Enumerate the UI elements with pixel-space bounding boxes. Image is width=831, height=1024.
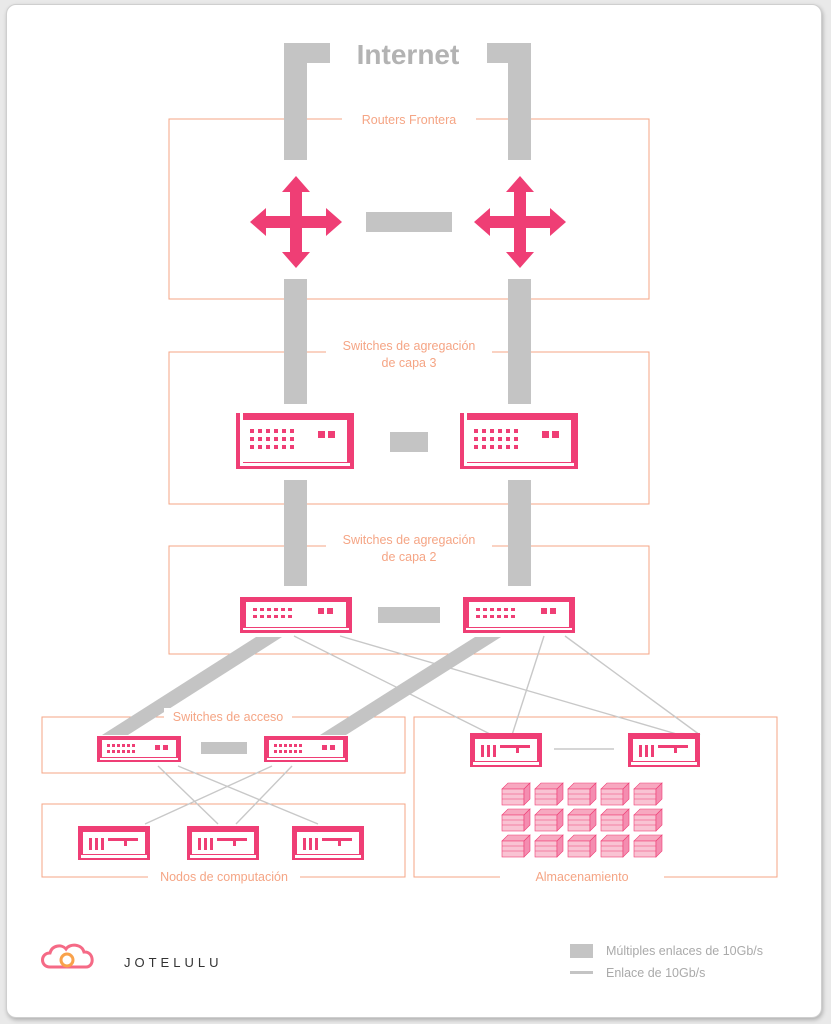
routers-label: Routers Frontera	[362, 113, 457, 127]
agg-l3-label-line2: de capa 3	[382, 356, 437, 370]
agg-l2-label-line1: Switches de agregación	[343, 533, 476, 547]
access-switch-icon	[97, 736, 181, 762]
disk-icon	[633, 834, 663, 858]
storage-label: Almacenamiento	[535, 870, 628, 884]
disk-icon	[633, 782, 663, 806]
compute-label: Nodos de computación	[160, 870, 288, 884]
legend-multi-swatch	[570, 944, 593, 958]
routers-box	[168, 118, 650, 300]
agg-l3-label-line1: Switches de agregación	[343, 339, 476, 353]
disk-icon	[633, 808, 663, 832]
disk-icon	[600, 782, 630, 806]
disk-icon	[501, 808, 531, 832]
compute-node-icon	[78, 826, 150, 860]
disk-icon	[600, 808, 630, 832]
l3-switch-icon	[236, 413, 354, 469]
access-switch-icon	[264, 736, 348, 762]
disk-icon	[567, 782, 597, 806]
brand-name: JOTELULU	[124, 955, 222, 970]
compute-node-icon	[187, 826, 259, 860]
legend-single-label: Enlace de 10Gb/s	[606, 966, 705, 980]
disk-icon	[534, 834, 564, 858]
disk-icon	[567, 808, 597, 832]
disk-icon	[501, 834, 531, 858]
router-icon	[250, 176, 342, 268]
l3-switch-icon	[460, 413, 578, 469]
storage-disks	[501, 782, 663, 858]
single-links	[144, 635, 701, 825]
disk-icon	[567, 834, 597, 858]
disk-icon	[501, 782, 531, 806]
agg-l2-label-line2: de capa 2	[382, 550, 437, 564]
disk-icon	[534, 782, 564, 806]
legend-single-swatch	[570, 971, 593, 974]
internet-title: Internet	[357, 39, 460, 70]
router-icon	[474, 176, 566, 268]
storage-server-icon	[470, 733, 542, 767]
compute-node-icon	[292, 826, 364, 860]
cloud-logo-icon	[41, 943, 94, 969]
disk-icon	[534, 808, 564, 832]
legend-multi-label: Múltiples enlaces de 10Gb/s	[606, 944, 763, 958]
l2-switch-icon	[463, 597, 575, 633]
storage-server-icon	[628, 733, 700, 767]
access-label: Switches de acceso	[173, 710, 284, 724]
l2-switch-icon	[240, 597, 352, 633]
multi-links	[102, 43, 531, 754]
disk-icon	[600, 834, 630, 858]
